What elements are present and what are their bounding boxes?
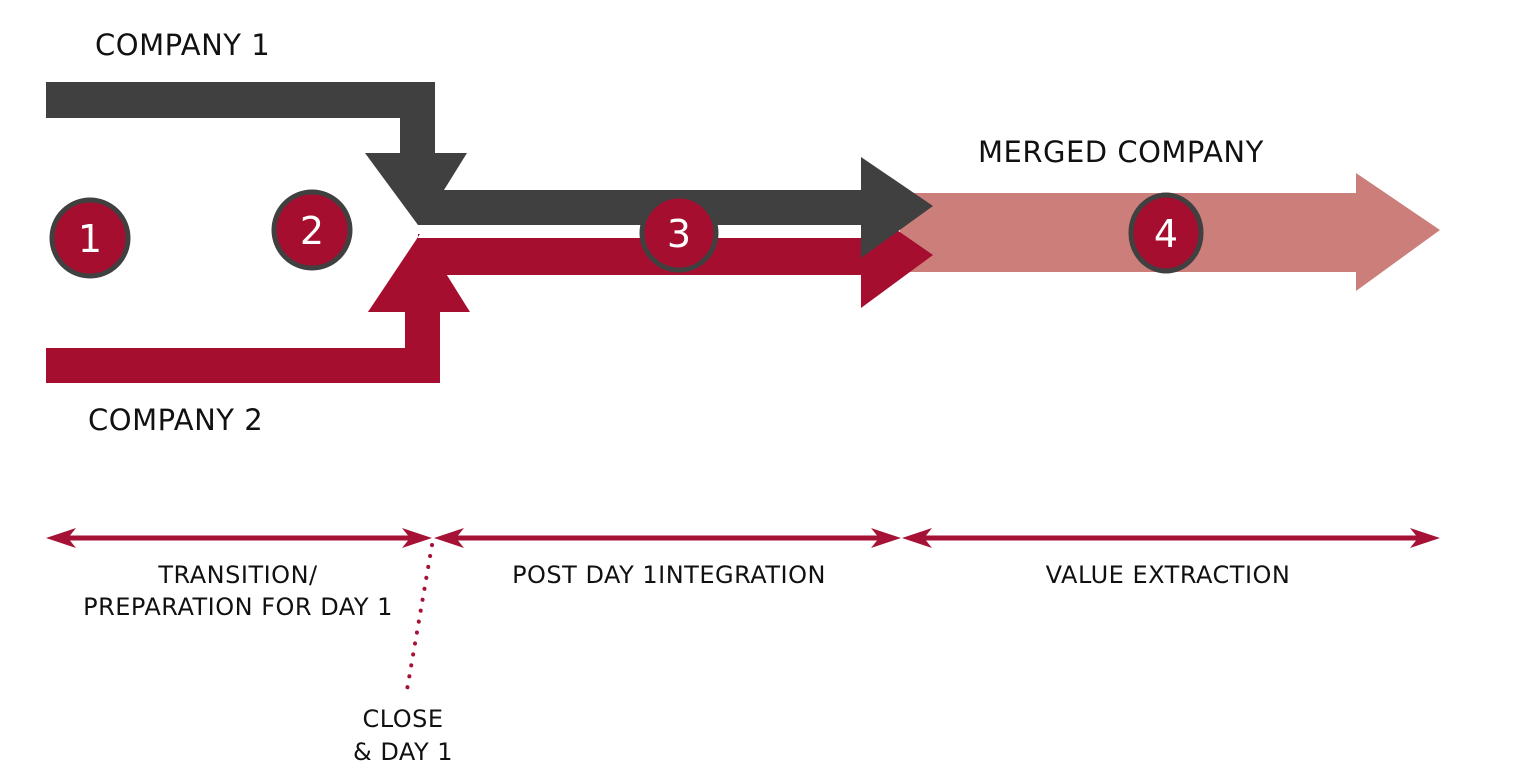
company1-right-arrowhead (861, 157, 933, 258)
step-4-badge: 4 (1128, 192, 1204, 274)
company1-label: COMPANY 1 (95, 28, 270, 62)
milestone-label-line1: CLOSE (362, 705, 443, 733)
company2-label: COMPANY 2 (88, 403, 263, 437)
phase-2-left-arrowhead (434, 528, 464, 548)
phase-2-right-arrowhead (871, 528, 901, 548)
step-3-badge: 3 (639, 193, 719, 273)
company1-vertical-bar (400, 82, 435, 160)
company2-mid-bar (368, 238, 861, 312)
phase-2-label: POST DAY 1INTEGRATION (512, 561, 826, 589)
step-2-number: 2 (300, 209, 324, 253)
company1-down-arrowhead (365, 153, 861, 225)
phase-1-label-line2: PREPARATION FOR DAY 1 (83, 593, 393, 621)
merged-company-label: MERGED COMPANY (978, 135, 1264, 169)
step-2-badge: 2 (271, 189, 353, 271)
company2-vertical-bar (405, 300, 440, 383)
phase-1-label-line1: TRANSITION/ (157, 561, 318, 589)
step-3-number: 3 (667, 212, 691, 256)
step-1-badge: 1 (49, 197, 131, 279)
phase-1-right-arrowhead (402, 528, 432, 548)
timeline-phase-1 (46, 528, 432, 548)
phase-3-right-arrowhead (1410, 528, 1440, 548)
phase-3-left-arrowhead (902, 528, 932, 548)
phase-1-left-arrowhead (46, 528, 76, 548)
close-day1-dotted-line (405, 543, 434, 692)
step-1-number: 1 (78, 217, 102, 261)
milestone-label-line2: & DAY 1 (353, 738, 453, 766)
company2-horizontal-bar (46, 348, 440, 383)
timeline-phase-2 (434, 528, 901, 548)
company1-horizontal-bar (46, 82, 435, 118)
timeline-phase-3 (902, 528, 1440, 548)
phase-3-label: VALUE EXTRACTION (1046, 561, 1291, 589)
step-4-number: 4 (1154, 212, 1178, 256)
